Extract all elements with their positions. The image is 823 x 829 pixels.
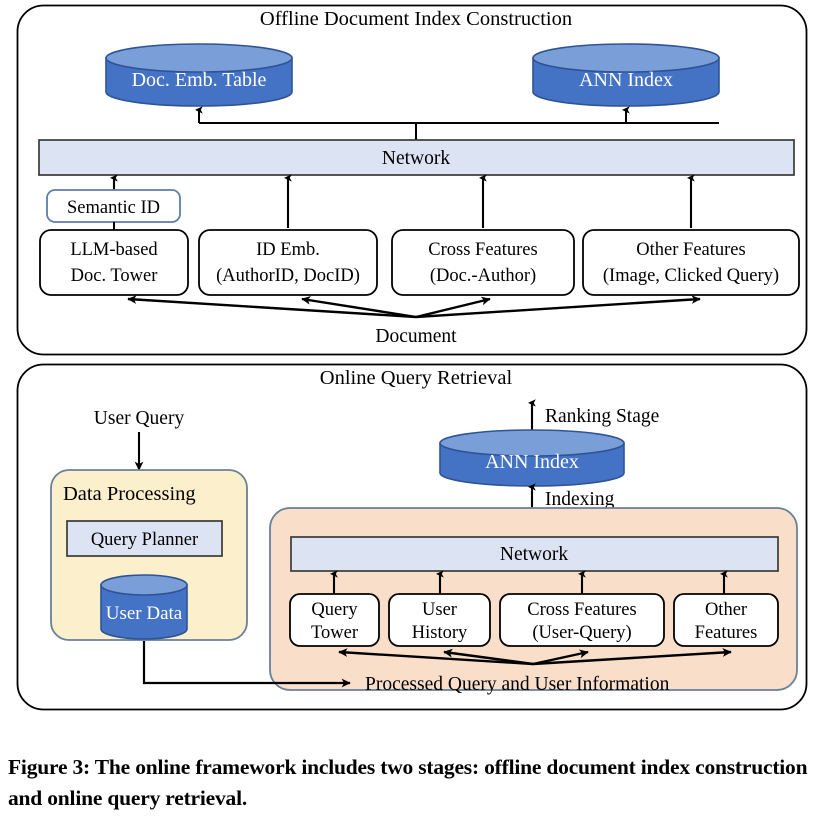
processed-query-fanout-arrows: [338, 648, 732, 666]
doc-emb-table-label: Doc. Emb. Table: [132, 69, 267, 91]
doc-emb-table-cylinder: Doc. Emb. Table: [105, 43, 293, 107]
online-feature-box-cross-features: Cross Features (User-Query): [499, 593, 665, 647]
online-feature-line2: Tower: [311, 623, 358, 643]
online-feature-line1: User: [422, 600, 457, 620]
online-feature-line2: History: [412, 623, 468, 643]
ann-index-offline-label: ANN Index: [579, 69, 673, 91]
offline-feature-box-cross-features: Cross Features (Doc.-Author): [391, 229, 575, 296]
offline-feature-box-other-features: Other Features (Image, Clicked Query): [582, 229, 800, 296]
document-fanout-arrows: [127, 295, 701, 319]
offline-feature-line2: (Doc.-Author): [430, 266, 536, 286]
figure-caption: Figure 3: The online framework includes …: [8, 755, 808, 810]
ann-index-online-label: ANN Index: [485, 451, 579, 473]
offline-feature-box-id-emb: ID Emb. (AuthorID, DocID): [198, 229, 378, 296]
indexing-label: Indexing: [545, 489, 615, 510]
online-feature-box-other-features: Other Features: [673, 593, 779, 647]
user-data-to-processed-connector: [142, 641, 351, 688]
offline-feature-box-llm-doc-tower: LLM-based Doc. Tower: [39, 229, 189, 296]
online-feature-box-query-tower: Query Tower: [289, 593, 380, 647]
offline-network-label: Network: [382, 148, 450, 169]
framework-diagram: Offline Document Index Construction Doc.…: [16, 4, 808, 711]
offline-feature-line1: LLM-based: [70, 240, 158, 260]
offline-feature-line2: (AuthorID, DocID): [216, 266, 360, 286]
online-feature-line1: Query: [311, 600, 358, 620]
semantic-id-label: Semantic ID: [67, 198, 160, 218]
offline-feature-line2: (Image, Clicked Query): [603, 266, 779, 286]
ranking-stage-label: Ranking Stage: [545, 406, 659, 427]
semantic-id-box: Semantic ID: [46, 189, 181, 223]
user-data-cylinder: [100, 574, 188, 596]
online-network-bar: Network: [290, 536, 779, 572]
query-planner-label: Query Planner: [91, 530, 198, 550]
online-feature-box-user-history: User History: [388, 593, 491, 647]
online-network-label: Network: [500, 544, 568, 565]
query-planner-box: [66, 520, 223, 557]
online-feature-line1: Cross Features: [527, 600, 636, 620]
ann-index-online-cylinder: ANN Index: [439, 429, 625, 487]
offline-title: Offline Document Index Construction: [260, 8, 572, 30]
network-to-stores-connector: [194, 106, 719, 140]
offline-feature-line2: Doc. Tower: [71, 266, 158, 286]
processed-query-label: Processed Query and User Information: [365, 674, 670, 695]
online-feature-line2: Features: [695, 623, 758, 643]
online-feature-arrows: [329, 570, 728, 594]
user-data-label: User Data: [106, 603, 183, 624]
user-query-label: User Query: [94, 408, 185, 429]
offline-feature-line1: Other Features: [636, 240, 745, 260]
document-source-label: Document: [375, 326, 457, 347]
offline-feature-line1: ID Emb.: [256, 240, 320, 260]
offline-feature-line1: Cross Features: [428, 240, 537, 260]
data-processing-panel: Data Processing Query Planner User Data: [50, 469, 248, 641]
online-feature-line1: Other: [705, 600, 747, 620]
offline-network-bar: Network: [38, 139, 795, 176]
data-processing-title: Data Processing: [63, 483, 196, 505]
online-feature-line2: (User-Query): [532, 623, 631, 643]
online-title: Online Query Retrieval: [320, 367, 513, 389]
offline-feature-arrows: [109, 174, 695, 228]
ann-index-offline-cylinder: ANN Index: [532, 43, 720, 107]
